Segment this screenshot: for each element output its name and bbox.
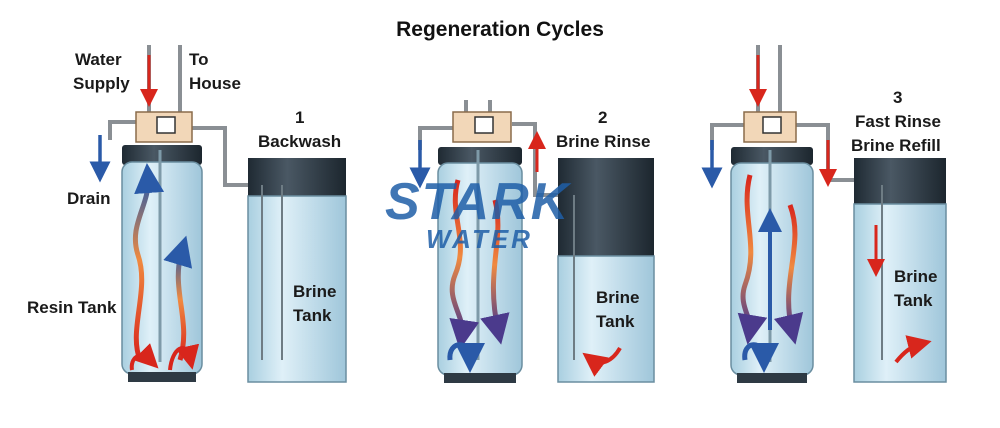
cycle-3-bottom-swirl xyxy=(742,342,779,373)
cycle-1-group xyxy=(89,45,347,383)
cycle-1-brine-tank xyxy=(247,195,347,383)
cycle-1-tank-label-line1: Brine xyxy=(293,282,337,301)
cycle-2-brine-draw-swirl xyxy=(582,346,622,377)
label-resin-tank: Resin Tank xyxy=(27,298,117,317)
watermark-logo-water: WATER xyxy=(426,224,533,254)
cycle-2-brine-tank-empty xyxy=(558,158,654,258)
label-drain: Drain xyxy=(67,189,111,208)
cycle-3-name-line2: Brine Refill xyxy=(851,136,941,155)
label-supply: Supply xyxy=(73,74,130,93)
cycle-3-resin-tank-base xyxy=(737,373,807,383)
cycle-3-brine-tank-top xyxy=(854,158,946,206)
watermark-logo-stark: STARK xyxy=(385,173,571,231)
cycle-3-number: 3 xyxy=(893,88,903,107)
cycle-1-name: Backwash xyxy=(258,132,342,151)
cycle-2-bottom-swirl xyxy=(447,342,485,373)
cycle-3-tank-label-line2: Tank xyxy=(894,291,933,310)
cycle-2-valve-window xyxy=(474,116,494,134)
cycle-3-name-line1: Fast Rinse xyxy=(855,112,941,131)
label-water: Water xyxy=(75,50,122,69)
cycle-2-tank-label-line1: Brine xyxy=(596,288,640,307)
cycle-1-backwash-flow-left xyxy=(132,163,165,361)
cycle-2-rinse-flow-left xyxy=(449,179,480,350)
cycle-3-valve-window xyxy=(762,116,782,134)
cycle-1-tank-label-line2: Tank xyxy=(293,306,332,325)
cycle-3-rinse-flow-left xyxy=(737,174,768,345)
label-to: To xyxy=(189,50,209,69)
label-house: House xyxy=(189,74,241,93)
cycle-3-group xyxy=(701,45,947,383)
cycle-1-bottom-swirl-left xyxy=(129,343,159,371)
cycle-2-resin-tank-base xyxy=(444,373,516,383)
cycle-2-tank-label-line2: Tank xyxy=(596,312,635,331)
cycle-1-resin-tank-base xyxy=(128,372,196,382)
cycle-2-name: Brine Rinse xyxy=(556,132,651,151)
cycle-2-number: 2 xyxy=(598,108,608,127)
cycle-2-resin-tank-cap xyxy=(438,147,522,165)
cycle-3-tank-label-line1: Brine xyxy=(894,267,938,286)
cycle-1-brine-tank-top xyxy=(248,158,346,198)
diagram-title: Regeneration Cycles xyxy=(396,18,604,41)
cycle-3-resin-tank-cap xyxy=(731,147,813,165)
cycle-1-bottom-swirl-right xyxy=(168,343,200,371)
cycle-3-refill-swirl xyxy=(894,335,932,364)
cycle-1-resin-tank-cap xyxy=(122,145,202,165)
cycle-1-number: 1 xyxy=(295,108,305,127)
cycle-2-rinse-flow-right xyxy=(480,199,510,345)
cycle-1-valve-window xyxy=(156,116,176,134)
cycle-3-rinse-flow-right xyxy=(773,204,804,345)
cycle-2-group xyxy=(409,100,655,383)
